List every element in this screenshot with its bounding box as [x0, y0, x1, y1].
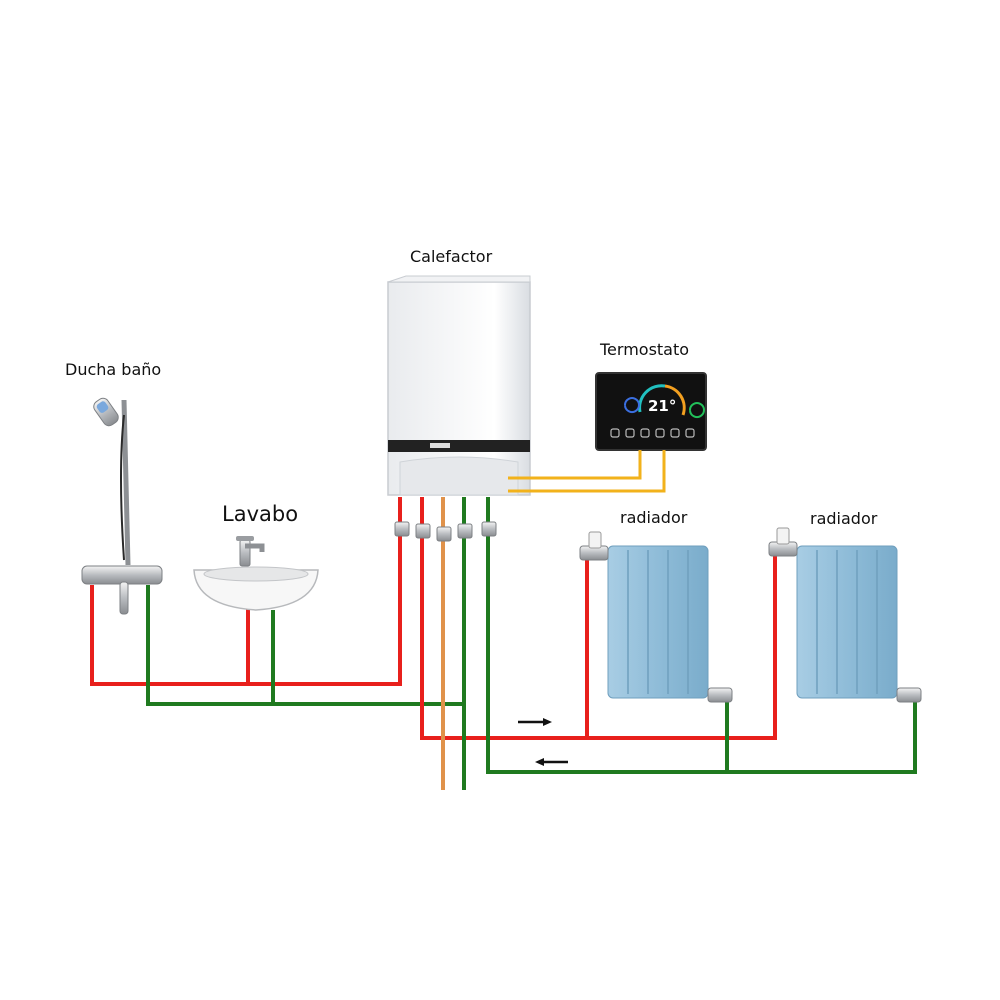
boiler	[387, 275, 531, 496]
thermostat-temperature: 21°	[648, 397, 676, 415]
boiler-valves	[394, 521, 497, 542]
radiator-1	[579, 531, 733, 703]
shower-label: Ducha baño	[65, 360, 161, 379]
sink	[193, 536, 319, 611]
thermostat-wiring	[508, 450, 666, 493]
radiator-2	[768, 527, 922, 703]
shower-head-icon	[81, 397, 163, 615]
radiator-2-label: radiador	[810, 509, 878, 528]
faucet-icon	[236, 536, 265, 567]
boiler-label: Calefactor	[410, 247, 493, 266]
flow-arrow-icon	[518, 718, 568, 766]
radiator-1-label: radiador	[620, 508, 688, 527]
thermostat: 21°	[595, 372, 707, 451]
pipe-network	[90, 497, 917, 790]
sink-label: Lavabo	[222, 502, 298, 526]
thermostat-label: Termostato	[599, 340, 689, 359]
